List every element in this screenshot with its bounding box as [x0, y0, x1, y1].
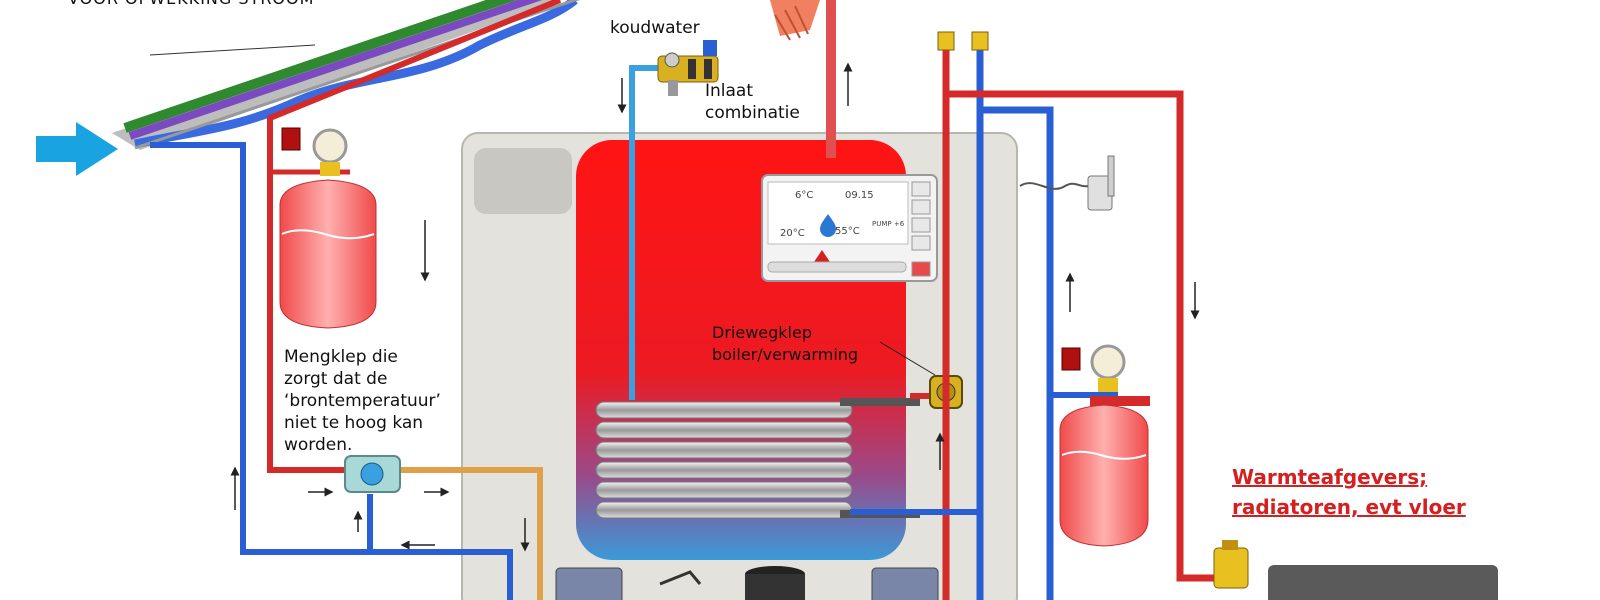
expansion-vessel-left	[279, 127, 377, 329]
three-way-valve-line-2: boiler/verwarming	[712, 345, 859, 364]
compressor-unit	[555, 566, 939, 600]
arrow-right-icon	[36, 122, 118, 176]
inlet-combination-label: Inlaat combinatie	[705, 80, 800, 124]
mixing-valve	[344, 455, 401, 493]
solar-collector	[112, 0, 580, 150]
three-way-valve-line-1: Driewegklep	[712, 323, 812, 342]
inlet-combination-valve	[657, 40, 719, 96]
radiator	[1268, 565, 1498, 600]
expansion-vessel-right	[1059, 344, 1150, 547]
room-temp: 20°C	[780, 228, 805, 239]
mixing-valve-line-2: zorgt dat de	[284, 369, 388, 389]
heat-exchanger-coil	[595, 398, 920, 519]
three-way-valve-label: Driewegklep boiler/verwarming	[712, 322, 858, 366]
pump-text: PUMP +6	[872, 220, 905, 228]
control-panel[interactable]: 6°C 09.15 20°C 55°C PUMP +6	[761, 174, 938, 282]
water-drop-icon	[820, 214, 836, 237]
water-temp: 55°C	[835, 226, 860, 237]
mixing-valve-line-5: worden.	[284, 435, 353, 455]
mixing-valve-line-4: niet te hoog kan	[284, 413, 424, 433]
outdoor-temp: 6°C	[795, 190, 813, 201]
heat-emitters-line-1: Warmteafgevers;	[1232, 465, 1428, 489]
mixing-valve-line-1: Mengklep die	[284, 347, 398, 367]
heat-emitters-label: Warmteafgevers; radiatoren, evt vloer	[1232, 462, 1466, 522]
mixing-valve-label: Mengklep die zorgt dat de ‘brontemperatu…	[284, 346, 441, 456]
heat-emitters-line-2: radiatoren, evt vloer	[1232, 495, 1466, 519]
cold-water-pipe	[629, 65, 668, 400]
central-pipes	[850, 31, 989, 600]
radiator-valve	[1213, 540, 1249, 589]
mixing-valve-line-3: ‘brontemperatuur’	[284, 391, 441, 411]
warning-icon	[814, 250, 830, 262]
panel-time: 09.15	[845, 190, 874, 201]
cabinet-window	[474, 148, 572, 214]
hot-water-outlet	[770, 0, 836, 158]
heating-circuit	[946, 90, 1498, 600]
source-circuit	[150, 0, 562, 600]
collector-caption: VOOR OPWEKKING STROOM	[68, 0, 314, 10]
cold-water-label: koudwater	[610, 18, 700, 38]
outdoor-sensor	[1019, 155, 1115, 211]
flow-arrow-icon	[230, 62, 1200, 552]
inlet-combination-line-2: combinatie	[705, 103, 800, 123]
inlet-combination-line-1: Inlaat	[705, 81, 754, 101]
